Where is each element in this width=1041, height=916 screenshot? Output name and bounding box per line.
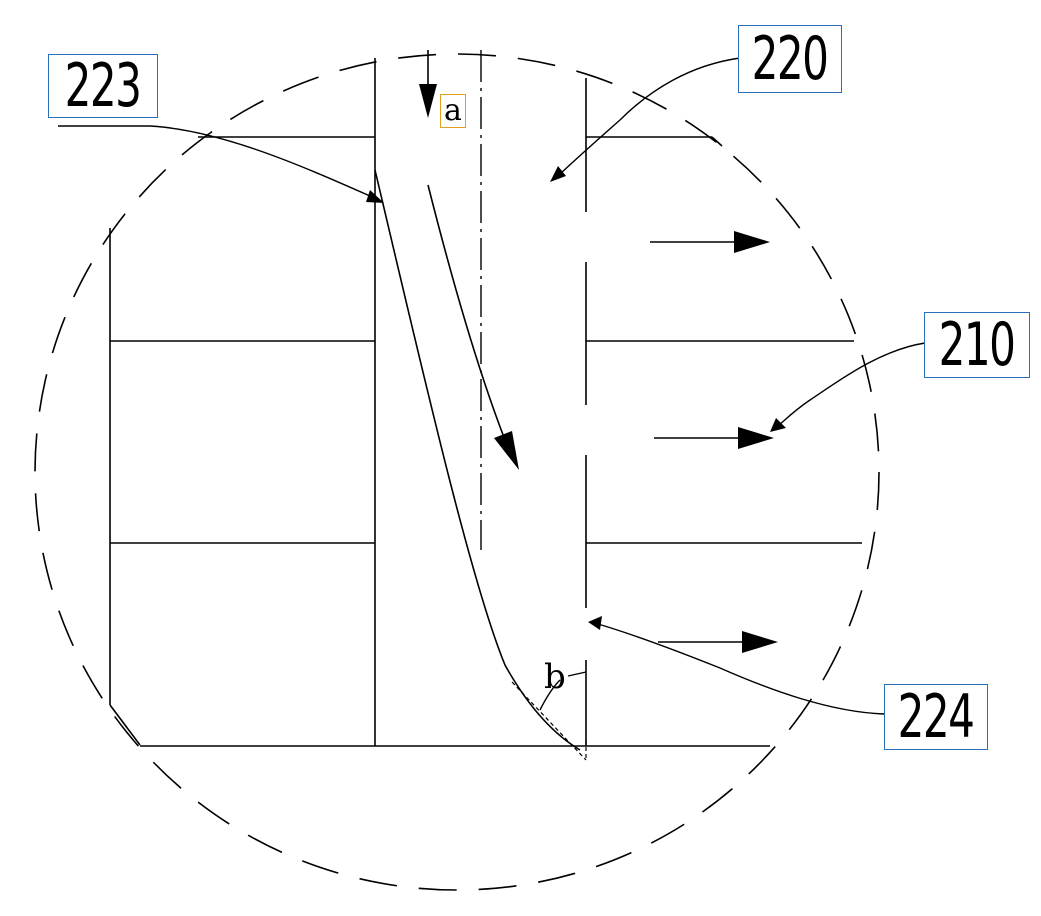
angle-a-text: a: [444, 93, 462, 128]
left-structure: [109, 136, 375, 746]
leader-210-head: [770, 418, 786, 432]
curved-guide-223: [374, 169, 581, 751]
angle-b-leader: [567, 671, 587, 677]
label-220: 220: [738, 25, 842, 93]
angle-b-text: b: [544, 657, 566, 697]
label-223: 223: [48, 54, 158, 118]
detail-circle: [34, 53, 880, 891]
label-224-text: 224: [898, 682, 975, 752]
main-flow-arrow-shaft: [427, 184, 506, 441]
angle-b-label: b: [544, 660, 566, 694]
leader-223-head: [366, 190, 384, 203]
flow-arrow-a-head: [419, 84, 437, 118]
right-plates: [586, 136, 862, 544]
label-210: 210: [924, 312, 1030, 378]
label-224: 224: [884, 684, 988, 750]
tangent-line: [511, 681, 587, 761]
main-flow-arrow-head: [494, 431, 519, 470]
label-223-text: 223: [65, 51, 142, 121]
angle-b-arc: [539, 679, 561, 711]
leader-220-head: [550, 166, 566, 182]
leader-lines: [58, 57, 926, 715]
angle-a-label: a: [440, 94, 466, 128]
label-210-text: 210: [939, 310, 1016, 380]
outflow-arrows: [650, 231, 778, 653]
label-220-text: 220: [752, 24, 829, 94]
leader-224-head: [588, 616, 602, 630]
